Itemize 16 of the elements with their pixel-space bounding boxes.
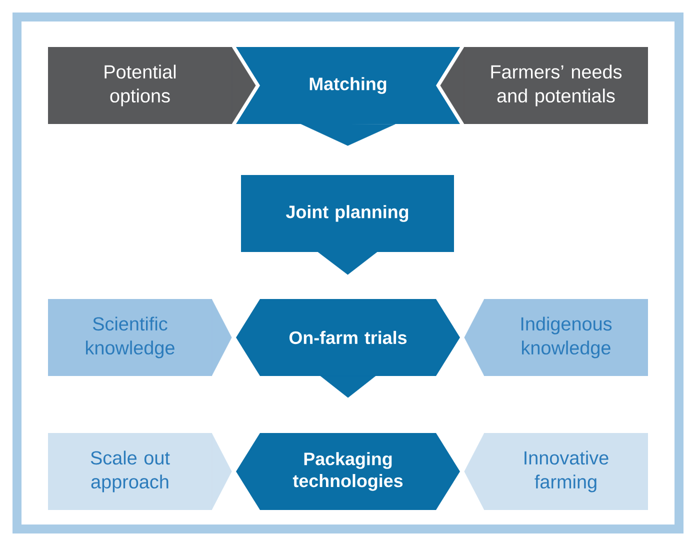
- arrow: [300, 124, 396, 146]
- arrow: [212, 299, 232, 376]
- arrow: [464, 433, 484, 510]
- arrow: [440, 47, 464, 124]
- step-box: Packaging technologies: [236, 432, 460, 510]
- node-label: Scale out approach: [90, 450, 170, 492]
- arrow: [320, 376, 376, 398]
- node-label: Innovative farming: [524, 450, 608, 492]
- arrow: [464, 299, 484, 376]
- arrow: [232, 47, 256, 124]
- arrow: [318, 252, 378, 275]
- node-label: Farmers’ needs and potentials: [491, 64, 622, 106]
- arrow: [212, 433, 232, 510]
- node-label: Indigenous knowledge: [521, 316, 612, 358]
- node-label: Potential options: [104, 64, 176, 106]
- node-label: Scientific knowledge: [86, 316, 174, 358]
